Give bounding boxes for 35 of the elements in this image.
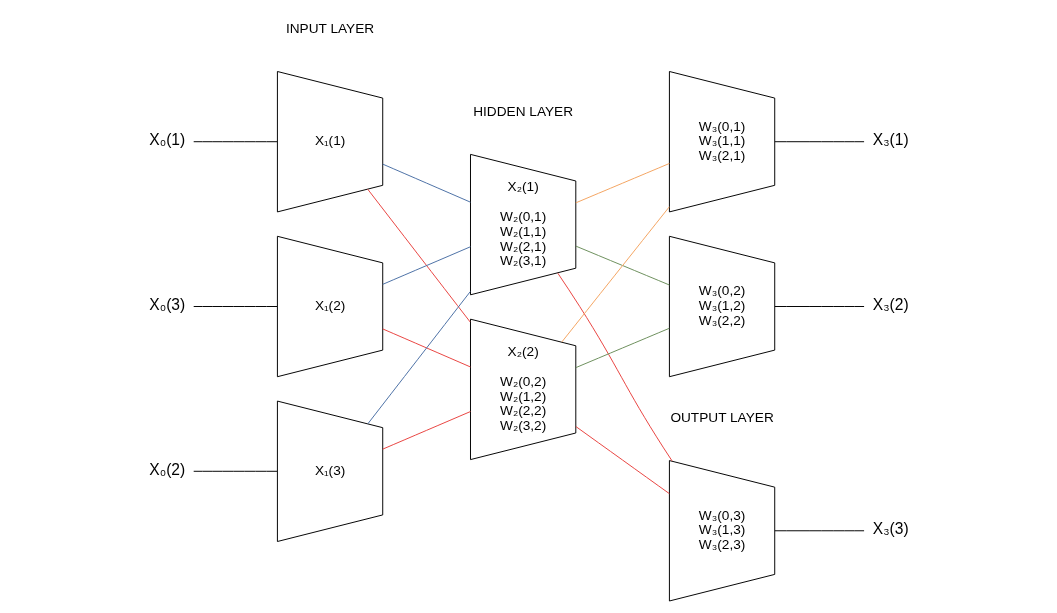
connector	[773, 141, 865, 143]
node-text: X₃(3)	[872, 520, 909, 538]
connector	[773, 530, 865, 532]
connector	[574, 163, 670, 204]
node-box: X₁(2)	[276, 235, 383, 378]
connector	[366, 291, 471, 425]
connector	[366, 188, 471, 323]
connector	[381, 411, 471, 450]
node-text: X₀(2)	[148, 461, 185, 478]
connector	[560, 206, 670, 343]
connector	[192, 306, 278, 307]
label: HIDDEN LAYER	[472, 104, 573, 120]
node-text: X₀(1)	[148, 131, 185, 149]
node-box: W₃(0,3) W₃(1,3) W₃(2,3)	[668, 460, 775, 602]
node-box: X₁(1)	[276, 71, 383, 213]
node-text: X₀(3)	[148, 296, 185, 314]
node-box: X₁(3)	[276, 400, 383, 542]
connector	[192, 141, 278, 143]
connector	[574, 245, 670, 286]
node-box: W₃(0,2) W₃(1,2) W₃(2,2)	[668, 235, 775, 378]
label: OUTPUT LAYER	[669, 410, 774, 426]
connector	[192, 470, 278, 472]
label: INPUT LAYER	[285, 21, 374, 37]
connector	[773, 306, 865, 307]
connector	[574, 327, 670, 369]
connector	[381, 163, 471, 203]
node-box: X₂(1) W₂(0,1) W₂(1,1) W₂(2,1) W₂(3,1)	[469, 153, 576, 296]
node-text: X₃(1)	[872, 131, 909, 149]
connector	[556, 272, 673, 462]
connector	[574, 426, 670, 495]
node-text: X₃(2)	[872, 296, 909, 314]
node-box: X₂(2) W₂(0,2) W₂(1,2) W₂(2,2) W₂(3,2)	[469, 318, 576, 461]
connector	[381, 328, 471, 368]
connector	[381, 246, 471, 285]
node-box: W₃(0,1) W₃(1,1) W₃(2,1)	[668, 71, 775, 213]
